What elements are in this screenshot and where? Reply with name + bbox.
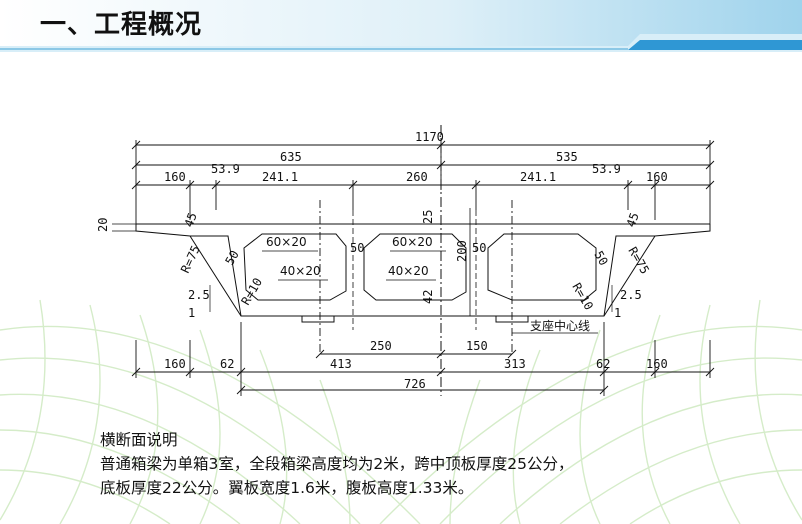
label-height: 200	[455, 240, 469, 262]
dim-right-haunch: 53.9	[592, 162, 621, 176]
description-heading: 横断面说明	[100, 431, 178, 449]
label-slope-left-unit: 1	[188, 306, 195, 320]
label-web-left: 50	[222, 248, 241, 268]
dim-left-haunch: 53.9	[211, 162, 240, 176]
dim-support-left: 250	[370, 339, 392, 353]
dim-support-right: 150	[466, 339, 488, 353]
cell-middle	[363, 233, 467, 301]
label-support-centerline: 支座中心线	[530, 318, 590, 333]
label-top-slab: 25	[421, 210, 435, 224]
label-fillet-right: R=10	[569, 281, 596, 313]
label-bottom-haunch-left: 40×20	[280, 264, 321, 278]
header-band	[0, 0, 802, 52]
bottom-dimensions	[131, 322, 715, 396]
dim-cell-mid: 260	[406, 170, 428, 184]
dim-right-bottom: 313	[504, 357, 526, 371]
label-slope-right: 2.5	[620, 288, 642, 302]
dim-bottom-right-wing: 160	[646, 357, 668, 371]
cell-left	[243, 233, 347, 301]
label-slab-edge: 20	[96, 218, 110, 232]
dim-cell-right: 241.1	[520, 170, 556, 184]
cell-right	[487, 233, 597, 301]
dim-bottom-total: 726	[404, 377, 426, 391]
label-haunch-top-left: 45	[182, 211, 200, 229]
label-top-haunch-left: 60×20	[266, 235, 307, 249]
dim-right-half: 535	[556, 150, 578, 164]
description-block: 横断面说明 普通箱梁为单箱3室，全段箱梁高度均为2米，跨中顶板厚度25公分， 底…	[100, 428, 573, 500]
label-top-haunch-mid: 60×20	[392, 235, 433, 249]
dim-right-offset: 62	[596, 357, 610, 371]
label-radius-left: R=75	[178, 243, 203, 275]
dim-bottom-left-wing: 160	[164, 357, 186, 371]
dim-left-wing: 160	[164, 170, 186, 184]
label-web-mid-left: 50	[350, 241, 364, 255]
dim-cell-left: 241.1	[262, 170, 298, 184]
girder-outline	[135, 224, 711, 317]
label-radius-right: R=75	[625, 245, 652, 277]
dim-left-bottom: 413	[330, 357, 352, 371]
label-bottom-haunch-mid: 40×20	[388, 264, 429, 278]
dim-left-offset: 62	[220, 357, 234, 371]
dim-total: 1170	[415, 130, 444, 144]
label-slope-left: 2.5	[188, 288, 210, 302]
page-title: 一、工程概况	[40, 10, 203, 40]
label-bottom-slab: 42	[421, 290, 435, 304]
dim-right-wing: 160	[646, 170, 668, 184]
label-web-mid-right: 50	[472, 241, 486, 255]
description-line-2: 底板厚度22公分。翼板宽度1.6米，腹板高度1.33米。	[100, 479, 474, 497]
description-line-1: 普通箱梁为单箱3室，全段箱梁高度均为2米，跨中顶板厚度25公分，	[100, 455, 574, 473]
label-web-right: 50	[591, 249, 610, 269]
label-haunch-top-right: 45	[624, 211, 642, 229]
dim-left-half: 635	[280, 150, 302, 164]
label-slope-right-unit: 1	[614, 306, 621, 320]
label-fillet-left: R=10	[238, 275, 265, 307]
top-dimensions	[131, 140, 715, 224]
